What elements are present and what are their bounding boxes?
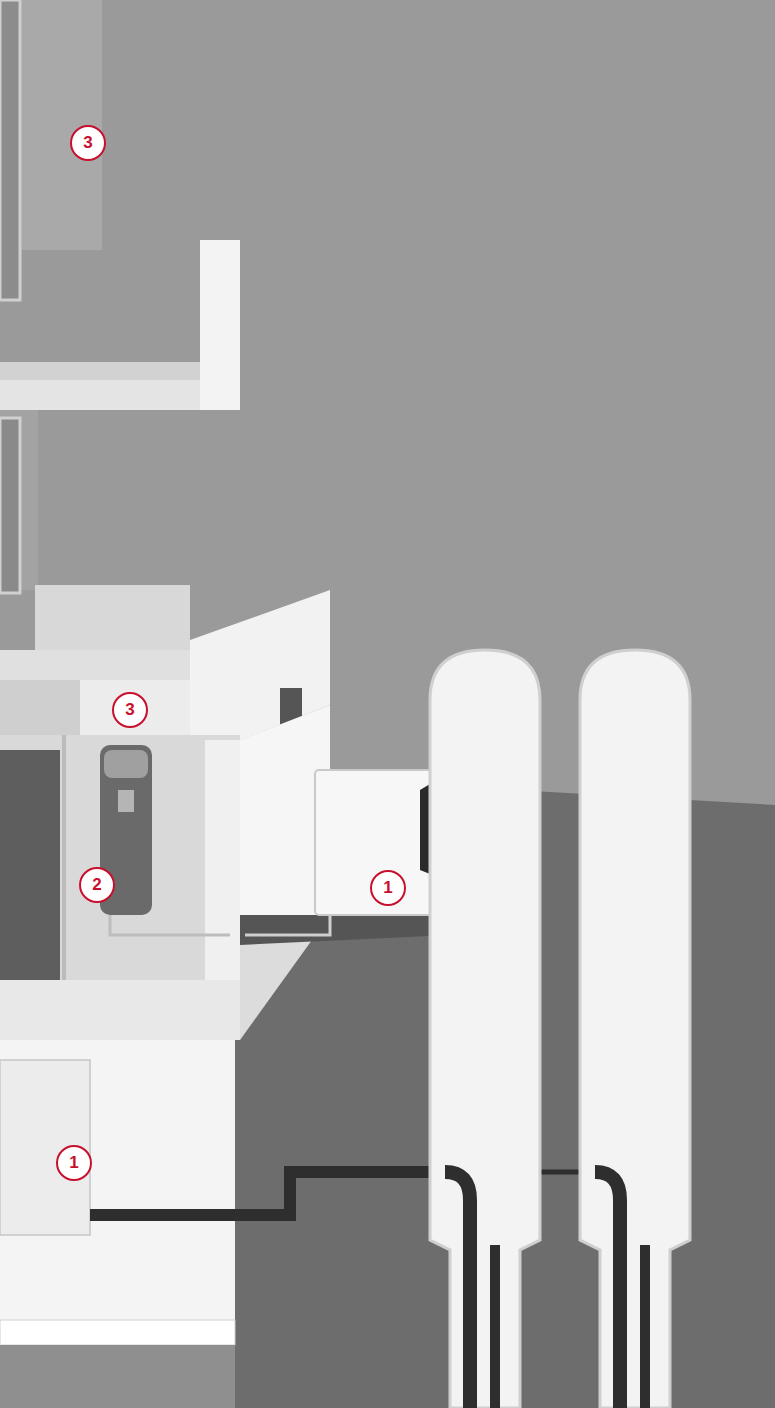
brine-pipe	[90, 1172, 445, 1215]
callout-number: 2	[79, 867, 115, 903]
room-wall	[205, 740, 240, 980]
outdoor-unit	[315, 770, 447, 915]
room-door	[0, 750, 60, 980]
pipe-riser	[62, 735, 66, 980]
probe-pipe	[640, 1245, 650, 1408]
slab-edge	[240, 915, 330, 1040]
middle-window	[0, 418, 20, 593]
terrace-edge	[0, 650, 190, 680]
unit-pipe	[245, 915, 330, 935]
probe-pipe	[490, 1245, 500, 1408]
ground-slab	[0, 980, 240, 1040]
collector-tank	[580, 650, 690, 1408]
foundation	[0, 1345, 235, 1408]
upper-window	[0, 0, 20, 300]
callout-number: 1	[370, 870, 406, 906]
unit-base	[240, 915, 450, 945]
balcony-shadow	[0, 362, 200, 380]
probe-pipe	[445, 1172, 470, 1408]
balcony-slab	[0, 240, 240, 410]
tank-pipe	[110, 915, 230, 935]
probe-pipe	[595, 1172, 620, 1408]
callout-number: 1	[56, 1145, 92, 1181]
callout-number: 3	[112, 692, 148, 728]
basement-floor	[0, 1320, 235, 1345]
basement	[0, 1040, 235, 1330]
floor-heating	[0, 680, 80, 735]
tank-link	[540, 1170, 585, 1175]
collector-tank	[430, 650, 540, 1408]
tank-display	[118, 790, 134, 812]
callout-number: 3	[70, 125, 106, 161]
room-interior	[0, 735, 240, 985]
tank-top	[104, 750, 148, 778]
balcony-parapet	[200, 240, 240, 410]
